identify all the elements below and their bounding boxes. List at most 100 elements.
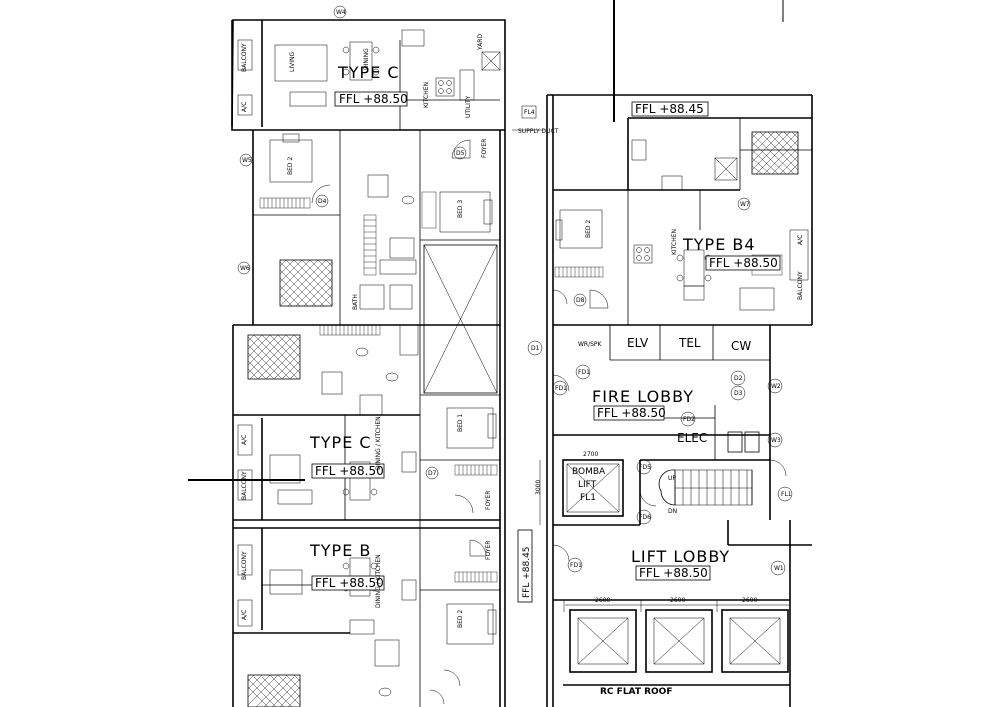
room-balcony-top: BALCONY	[241, 43, 248, 72]
unit-title-middle: TYPE C	[309, 433, 372, 452]
room-living: LIVING	[289, 52, 296, 72]
tag-w5: W5	[242, 157, 252, 164]
room-bed-2-b4: BED 2	[585, 220, 592, 238]
unit-level-type-b: FFL +88.50	[315, 576, 384, 590]
bomba-label-1: BOMBA	[572, 467, 606, 477]
level-box-fire-lobby	[593, 405, 665, 421]
tag-fd1: FD1	[578, 369, 590, 376]
level-box-type-c	[334, 91, 408, 107]
tag-w4: W4	[336, 9, 346, 16]
room-kitchen: KITCHEN	[423, 82, 430, 108]
dimension-2600-c: 2600	[742, 597, 757, 604]
room-tel: TEL	[678, 336, 701, 350]
furniture-bed-3	[421, 191, 493, 233]
door-swings-right	[552, 289, 787, 562]
passenger-lift-shafts	[563, 600, 791, 673]
level-box-vertical	[517, 529, 533, 603]
tag-fd1-c: FD1	[570, 562, 582, 569]
room-elv: ELV	[627, 336, 649, 350]
tag-w6: W6	[240, 265, 250, 272]
wardrobe-hatches	[319, 214, 498, 583]
level-box-top-right	[631, 101, 709, 117]
room-foyer-top: FOYER	[481, 139, 488, 158]
room-balcony-bottom: BALCONY	[241, 551, 248, 580]
tag-d3: D3	[734, 390, 743, 397]
room-balcony-b4: BALCONY	[797, 271, 804, 300]
room-elec: ELEC	[677, 431, 707, 445]
room-ac-top: A/C	[241, 102, 248, 112]
stair-core	[658, 431, 760, 506]
dimension-2600-a: 2600	[595, 597, 610, 604]
tag-d2: D2	[734, 375, 743, 382]
room-ac-b4: A/C	[797, 235, 804, 245]
room-lift-lobby: LIFT LOBBY	[631, 547, 730, 566]
tag-markers: D1 D2 D3 FD1 FD1 FD1 FD2 FD5 FD6 W1 W2 W…	[237, 5, 793, 576]
room-bath: BATH	[352, 294, 359, 310]
tag-fd5: FD5	[639, 464, 651, 471]
room-kitchen-b4: KITCHEN	[671, 229, 678, 255]
room-fire-lobby: FIRE LOBBY	[592, 387, 694, 406]
room-ac-mid: A/C	[241, 435, 248, 445]
tag-d7: D7	[428, 470, 437, 477]
stair-up-label: UP	[668, 475, 676, 482]
unit-title-type-b: TYPE B	[309, 541, 371, 560]
level-box-type-b4	[705, 255, 781, 271]
level-box-type-b	[311, 575, 385, 591]
level-fire-lobby: FFL +88.50	[597, 406, 666, 420]
unit-level-middle: FFL +88.50	[315, 464, 384, 478]
room-yard: YARD	[477, 34, 484, 51]
room-rc-flat-roof: RC FLAT ROOF	[600, 687, 672, 697]
tag-fd1-b: FD1	[555, 385, 567, 392]
unit-level-type-b4: FFL +88.50	[709, 256, 778, 270]
level-box-middle	[311, 463, 385, 479]
room-balcony-mid: BALCONY	[241, 471, 248, 500]
door-swings-left	[311, 139, 487, 705]
tag-fd6: FD6	[639, 514, 651, 521]
unit-level-type-c: FFL +88.50	[339, 92, 408, 106]
tag-d5: D5	[456, 150, 465, 157]
room-bed-1: BED 1	[457, 414, 464, 432]
level-box-lift-lobby	[635, 565, 711, 581]
tag-w1: W1	[774, 565, 784, 572]
tag-fl1: FL1	[781, 491, 792, 498]
bomba-label-2: LIFT	[578, 480, 597, 490]
room-bed-2-top: BED 2	[287, 157, 294, 175]
room-wr-spk: WR/SPK	[578, 341, 603, 348]
room-dining-kitchen-mid: DINING / KITCHEN	[375, 416, 382, 470]
stair-dn-label: DN	[668, 508, 677, 515]
room-dining: DINING	[363, 48, 370, 70]
room-bed-2-bottom: BED 2	[457, 610, 464, 628]
level-lift-lobby: FFL +88.50	[639, 566, 708, 580]
level-top-right: FFL +88.45	[635, 102, 704, 116]
tag-d4: D4	[318, 198, 327, 205]
room-utility: UTILITY	[465, 95, 472, 118]
furniture-master-bed-left	[279, 259, 333, 307]
furniture-middle-unit	[237, 407, 497, 505]
unit-title-type-c: TYPE C	[337, 63, 400, 82]
bath-fixtures-left	[321, 174, 419, 697]
dimension-3000: 3000	[535, 480, 542, 495]
bomba-label-3: FL1	[580, 493, 596, 503]
right-block-walls	[546, 94, 813, 707]
room-dining-kitchen-bottom: DINING / KITCHEN	[375, 554, 382, 608]
unit-title-type-b4: TYPE B4	[682, 235, 756, 254]
room-cw: CW	[731, 339, 751, 353]
supply-duct-label: SUPPLY DUCT	[518, 128, 559, 135]
level-vertical: FFL +88.45	[522, 546, 532, 598]
furniture-master-bed-bottom	[247, 674, 301, 707]
dimension-2600-b: 2600	[670, 597, 685, 604]
tag-fd2: FD2	[683, 416, 695, 423]
tag-w2: W2	[771, 383, 781, 390]
tag-fl4: FL4	[524, 109, 535, 116]
tag-d8: D8	[576, 297, 585, 304]
void-shaft	[423, 244, 498, 394]
tag-d1: D1	[531, 345, 540, 352]
room-foyer-bottom: FOYER	[485, 541, 492, 560]
furniture-type-b4	[554, 131, 809, 311]
furniture-bed-2-top	[259, 133, 313, 209]
tag-w7: W7	[740, 201, 750, 208]
tag-w3: W3	[771, 437, 781, 444]
room-bed-3: BED 3	[457, 200, 464, 218]
furniture-top-unit	[237, 29, 501, 116]
